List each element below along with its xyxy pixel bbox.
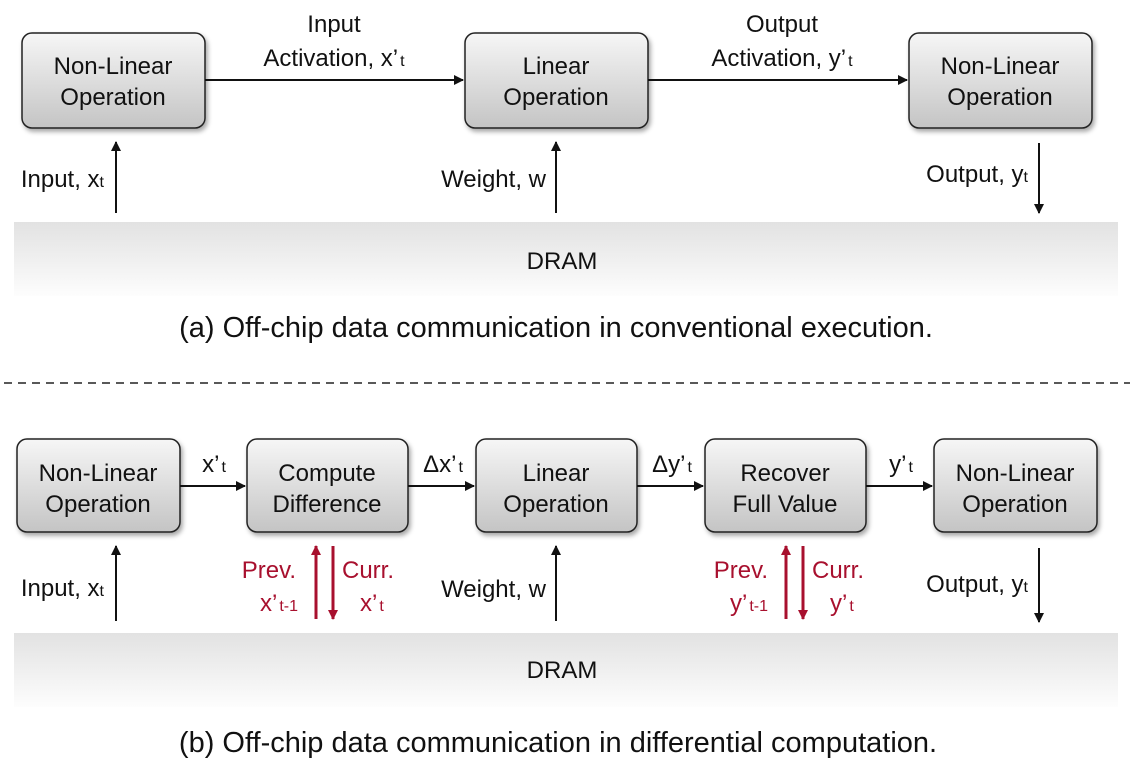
dram-label-a: DRAM [527,248,598,275]
section-a: DRAM Non-Linear Operation Linear Operati… [14,11,1118,344]
box-nonlinear-left-a: Non-Linear Operation [21,32,206,129]
box-linear-a: Linear Operation [464,32,649,129]
output-label-b: Output, yt [926,571,1028,598]
box-linear-b: Linear Operation [475,438,638,533]
prev-y-line1: Prev. [714,557,768,584]
input-label-a: Input, xt [21,166,105,193]
box-label-line1: Recover [740,460,829,487]
delta-y-label: Δy’t [652,451,692,478]
input-activation-line1: Input [307,11,361,38]
caption-a: (a) Off-chip data communication in conve… [179,312,933,344]
box-label-line1: Linear [523,53,590,80]
output-activation-line1: Output [746,11,818,38]
curr-y-line2: y’t [830,590,854,617]
box-label-line1: Non-Linear [54,53,173,80]
box-nonlinear-left-b: Non-Linear Operation [16,438,181,533]
output-label-a: Output, yt [926,161,1028,188]
curr-y-line1: Curr. [812,557,864,584]
box-label-line1: Linear [523,460,590,487]
box-label-line1: Non-Linear [39,460,158,487]
box-nonlinear-right-b: Non-Linear Operation [933,438,1098,533]
curr-x-line2: x’t [360,590,384,617]
dram-label-b: DRAM [527,657,598,684]
input-label-b: Input, xt [21,575,105,602]
prev-x-line2: x’t-1 [260,590,298,617]
prev-x-line1: Prev. [242,557,296,584]
box-nonlinear-right-a: Non-Linear Operation [908,32,1093,129]
dram-bar-b [14,633,1118,707]
section-b: DRAM Non-Linear Operation Compute Differ… [14,438,1118,759]
box-compute-difference: Compute Difference [246,438,409,533]
box-label-line2: Operation [45,491,150,518]
box-recover-full-value: Recover Full Value [704,438,867,533]
prev-y-line2: y’t-1 [730,590,768,617]
box-label-line1: Non-Linear [956,460,1075,487]
curr-x-line1: Curr. [342,557,394,584]
box-label-line1: Non-Linear [941,53,1060,80]
caption-b: (b) Off-chip data communication in diffe… [179,727,937,759]
box-label-line1: Compute [278,460,375,487]
box-label-line2: Full Value [733,491,838,518]
input-activation-line2: Activation, x’t [263,45,405,72]
box-label-line2: Operation [947,84,1052,111]
output-activation-line2: Activation, y’t [711,45,853,72]
y-prime-label: y’t [889,451,913,478]
box-label-line2: Operation [503,491,608,518]
box-label-line2: Difference [273,491,382,518]
dram-bar-a [14,222,1118,296]
delta-x-label: Δx’t [423,451,463,478]
weight-label-a: Weight, w [441,166,547,193]
weight-label-b: Weight, w [441,576,547,603]
x-prime-label: x’t [202,451,226,478]
box-label-line2: Operation [962,491,1067,518]
box-label-line2: Operation [503,84,608,111]
box-label-line2: Operation [60,84,165,111]
